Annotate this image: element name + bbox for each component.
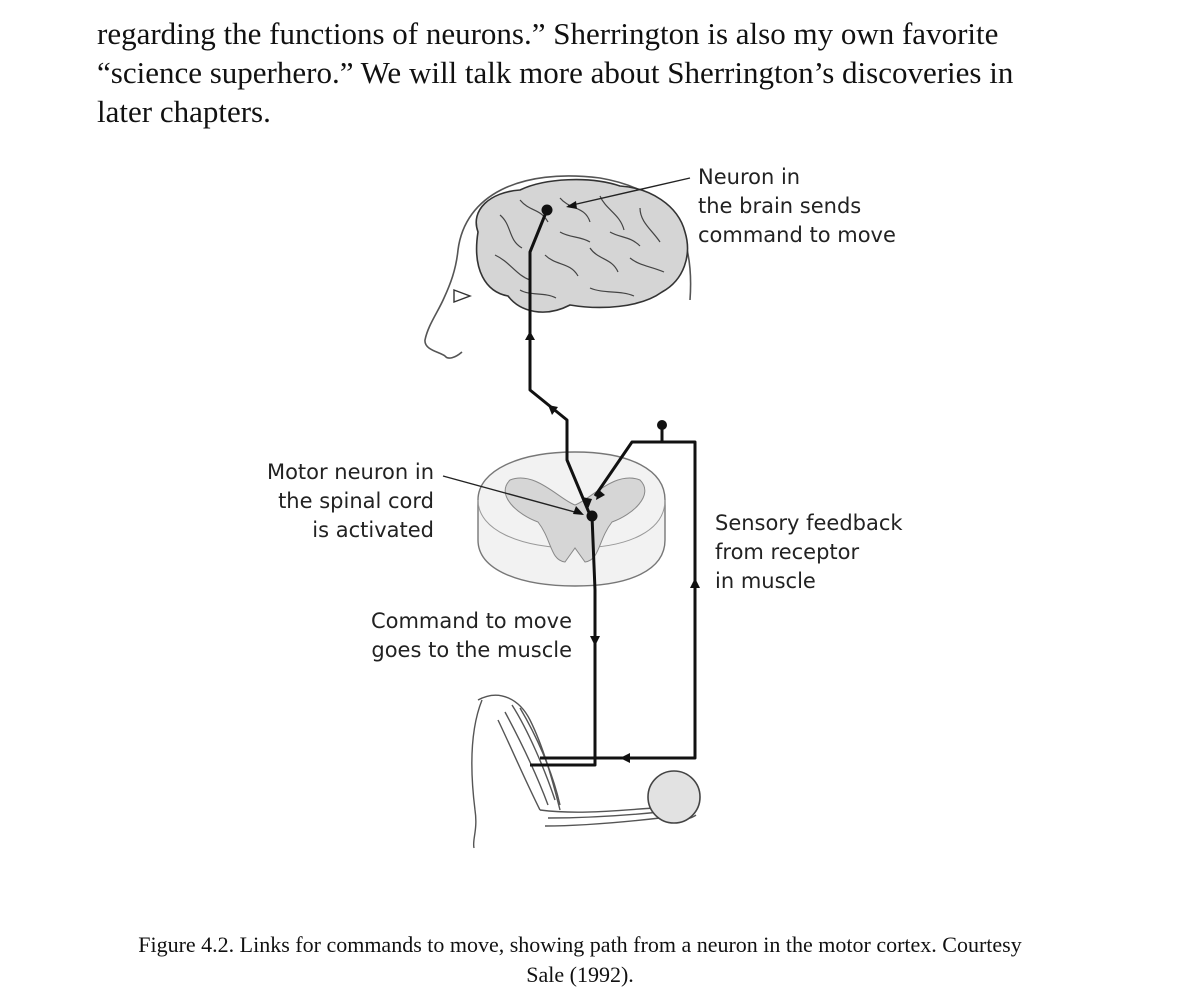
- spinal-grey-matter: [504, 477, 646, 563]
- arm-illustration: [471, 694, 697, 849]
- label-line: is activated: [312, 518, 434, 542]
- label-sensory-feedback: Sensory feedback from receptor in muscle: [715, 509, 903, 596]
- body-paragraph: regarding the functions of neurons.” She…: [97, 14, 1117, 131]
- eye-icon: [453, 288, 472, 304]
- descending-pathway: [528, 209, 592, 516]
- paragraph-line: later chapters.: [97, 94, 271, 129]
- sensory-pathway: [540, 440, 697, 760]
- motor-leader-arrow: [573, 506, 584, 515]
- descending-arrow-2: [548, 405, 558, 415]
- caption-line: Sale (1992).: [526, 962, 634, 987]
- label-line: Motor neuron in: [266, 460, 434, 484]
- caption-line: Figure 4.2. Links for commands to move, …: [138, 932, 1022, 957]
- label-line: the spinal cord: [278, 489, 434, 513]
- brain-neuron-leader: [567, 177, 691, 207]
- motor-command-arrow: [590, 636, 600, 646]
- label-line: goes to the muscle: [371, 638, 572, 662]
- sensory-arrow-3: [596, 489, 605, 500]
- descending-arrow-1: [525, 331, 535, 340]
- label-line: the brain sends: [698, 194, 862, 218]
- label-line: from receptor: [715, 540, 860, 564]
- motor-command-pathway: [530, 515, 597, 767]
- sensory-receptor-dot: [657, 420, 667, 430]
- paragraph-line: “science superhero.” We will talk more a…: [97, 55, 1014, 90]
- paragraph-line: regarding the functions of neurons.” She…: [97, 16, 999, 51]
- label-brain-neuron: Neuron in the brain sends command to mov…: [698, 163, 896, 250]
- label-line: Command to move: [370, 609, 572, 633]
- brain-icon: [475, 178, 689, 313]
- motor-neuron-leader: [442, 475, 583, 515]
- label-line: command to move: [698, 223, 896, 247]
- brain-leader-arrow: [566, 201, 577, 209]
- label-command-to-muscle: Command to move goes to the muscle: [330, 607, 572, 665]
- sensory-arrow-1: [620, 753, 630, 763]
- figure-caption: Figure 4.2. Links for commands to move, …: [60, 930, 1100, 990]
- label-line: Neuron in: [698, 165, 801, 189]
- label-line: Sensory feedback: [715, 511, 903, 535]
- descending-arrow-3: [582, 497, 592, 509]
- label-line: in muscle: [715, 569, 816, 593]
- ball-icon: [647, 770, 701, 824]
- sensory-arrow-2: [690, 578, 700, 588]
- label-motor-neuron: Motor neuron in the spinal cord is activ…: [236, 458, 434, 545]
